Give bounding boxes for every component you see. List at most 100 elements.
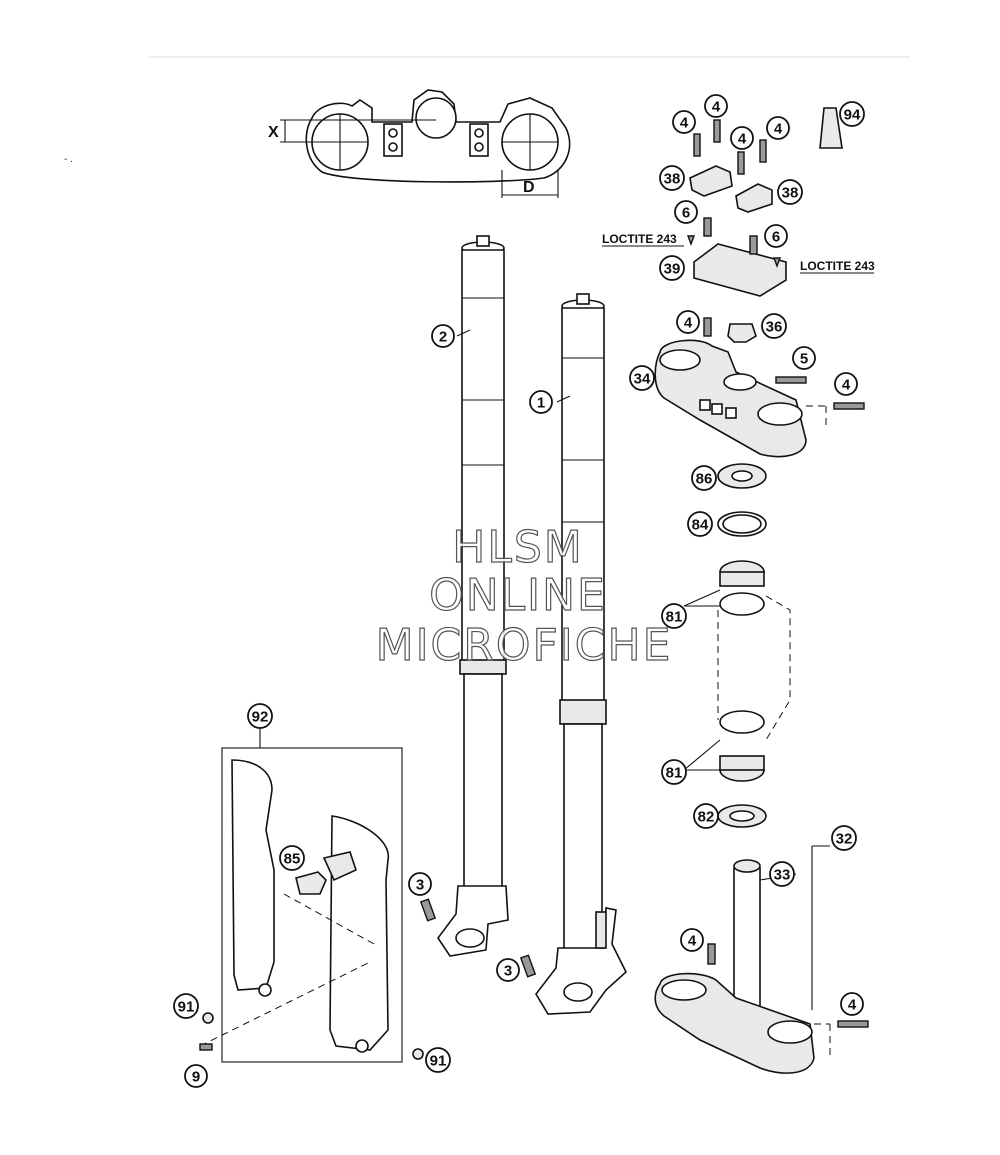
dim-d-label: D — [523, 179, 535, 196]
callout-number: 32 — [836, 831, 853, 848]
watermark-line2: ONLINE — [429, 570, 607, 621]
callout-number: 3 — [416, 877, 424, 894]
part-callout-4: 4 — [840, 992, 864, 1016]
callout-number: 4 — [848, 997, 857, 1014]
callout-circle — [761, 313, 787, 339]
part-callout-4: 4 — [766, 116, 790, 140]
fork-leg-right — [535, 293, 627, 1015]
callout-layer: 1233444444445669323334363838398181828485… — [173, 94, 865, 1088]
callout-number: 39 — [664, 261, 681, 278]
callout-number: 4 — [684, 315, 693, 332]
callout-number: 38 — [782, 185, 799, 202]
part-callout-4: 4 — [672, 110, 696, 134]
callout-number: 9 — [192, 1069, 200, 1086]
part-callout-2: 2 — [431, 324, 455, 348]
part-callout-1: 1 — [529, 390, 553, 414]
part-callout-9: 9 — [184, 1064, 208, 1088]
callout-number: 91 — [430, 1053, 447, 1070]
callout-number: 84 — [692, 517, 709, 534]
callout-circle — [840, 992, 864, 1016]
callout-32-bracket — [811, 845, 830, 1010]
part-callout-91: 91 — [173, 993, 199, 1019]
callout-circle — [693, 803, 719, 829]
callout-number: 34 — [634, 371, 651, 388]
callout-circle — [687, 511, 713, 537]
callout-number: 6 — [772, 229, 780, 246]
callout-number: 82 — [698, 809, 715, 826]
loctite-label-right: LOCTITE 243 — [800, 259, 875, 273]
watermark: HLSM ONLINE MICROFICHE — [375, 521, 673, 671]
callout-number: 92 — [252, 709, 269, 726]
callout-number: 94 — [844, 107, 861, 124]
part-callout-85: 85 — [279, 845, 305, 871]
part-callout-34: 34 — [629, 365, 655, 391]
callout-circle — [680, 928, 704, 952]
callout-number: 38 — [664, 171, 681, 188]
callout-number: 81 — [666, 609, 683, 626]
callout-circle — [676, 310, 700, 334]
callout-circle — [529, 390, 553, 414]
callout-circle — [661, 759, 687, 785]
callout-circle — [247, 703, 273, 729]
callout-number: 85 — [284, 851, 301, 868]
axle-clamp-bolt-lower — [519, 954, 537, 978]
callout-circle — [496, 958, 520, 982]
callout-circle — [839, 101, 865, 127]
callout-circle — [408, 872, 432, 896]
callout-circle — [431, 324, 455, 348]
callout-circle — [766, 116, 790, 140]
callout-circle — [173, 993, 199, 1019]
axle-clamp-bolt-upper — [419, 898, 437, 922]
callout-circle — [674, 200, 698, 224]
fork-leg-left — [437, 235, 509, 957]
part-callout-3: 3 — [496, 958, 520, 982]
part-callout-39: 39 — [659, 255, 685, 281]
triple-clamp-dimension-view: X D — [268, 89, 571, 198]
callout-circle — [425, 1047, 451, 1073]
callout-number: 4 — [688, 933, 697, 950]
callout-number: 4 — [738, 131, 747, 148]
callout-number: 4 — [680, 115, 689, 132]
callout-circle — [704, 94, 728, 118]
part-callout-4: 4 — [704, 94, 728, 118]
steering-bearings-81 — [717, 560, 791, 782]
callout-number: 81 — [666, 765, 683, 782]
callout-circle — [792, 346, 816, 370]
part-callout-32: 32 — [831, 825, 857, 851]
callout-circle — [184, 1064, 208, 1088]
callout-number: 86 — [696, 471, 713, 488]
callout-number: 1 — [537, 395, 545, 412]
callout-circle — [769, 861, 795, 887]
callout-circle — [659, 165, 685, 191]
callout-circle — [834, 372, 858, 396]
callout-number: 2 — [439, 329, 447, 346]
margin-mark: - . — [64, 154, 73, 165]
callout-circle — [764, 224, 788, 248]
callout-number: 3 — [504, 963, 512, 980]
callout-circle — [279, 845, 305, 871]
part-callout-91: 91 — [425, 1047, 451, 1073]
callout-number: 4 — [842, 377, 851, 394]
part-callout-81: 81 — [661, 603, 687, 629]
part-callout-38: 38 — [777, 179, 803, 205]
dim-x-label: X — [268, 124, 279, 141]
callout-circle — [691, 465, 717, 491]
part-callout-82: 82 — [693, 803, 719, 829]
callout-circle — [730, 126, 754, 150]
callout-circle — [661, 603, 687, 629]
loctite-label-left: LOCTITE 243 — [602, 232, 677, 246]
part-callout-92: 92 — [247, 703, 273, 729]
watermark-line3: MICROFICHE — [376, 620, 673, 671]
handlebar-bolts — [693, 119, 767, 175]
callout-number: 4 — [712, 99, 721, 116]
callout-circle — [777, 179, 803, 205]
callout-number: 4 — [774, 121, 783, 138]
part-callout-81: 81 — [661, 759, 687, 785]
part-callout-4: 4 — [834, 372, 858, 396]
callout-circle — [672, 110, 696, 134]
callout-circle — [629, 365, 655, 391]
washer-86 — [717, 463, 767, 489]
callout-circle — [659, 255, 685, 281]
part-callout-94: 94 — [839, 101, 865, 127]
